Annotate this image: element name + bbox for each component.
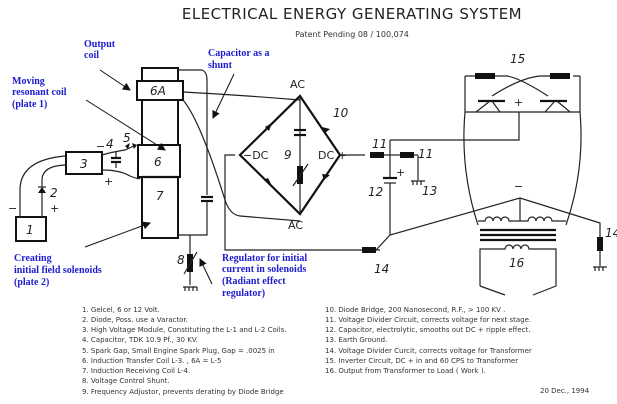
- ac-top-label: AC: [290, 78, 305, 91]
- svg-text:6A: 6A: [150, 84, 166, 98]
- regulator-8: 8: [177, 250, 198, 291]
- svg-text:12: 12: [368, 185, 383, 199]
- svg-text:Moving: Moving: [12, 76, 45, 87]
- wire-dc-minus: [224, 154, 380, 251]
- diagram-title: ELECTRICAL ENERGY GENERATING SYSTEM: [182, 5, 522, 23]
- annotation-regulator: Regulator for initial current in solenoi…: [199, 253, 307, 299]
- svg-text:10. Diode Bridge, 200 Nanoseco: 10. Diode Bridge, 200 Nanosecond, R.F., …: [325, 306, 505, 314]
- svg-text:4. Capacitor, TDK 10.9 Pf.,: 4. Capacitor, TDK 10.9 Pf., 30 KV.: [82, 336, 198, 344]
- svg-text:−: −: [514, 180, 523, 193]
- patent-number: Patent Pending 08 / 100,074: [295, 30, 409, 39]
- svg-text:8. Voltage Control Shunt.: 8. Voltage Control Shunt.: [82, 377, 170, 385]
- divider-stage: 11 11 12 13 +: [340, 112, 520, 235]
- svg-text:+: +: [396, 166, 405, 179]
- svg-text:11: 11: [372, 137, 387, 151]
- svg-text:Capacitor as a: Capacitor as a: [208, 48, 269, 59]
- svg-text:+: +: [104, 175, 113, 188]
- svg-text:−: −: [8, 202, 17, 215]
- ac-bottom-label: AC: [288, 219, 303, 232]
- svg-text:−: −: [96, 140, 105, 153]
- date-label: 20 Dec., 1994: [540, 387, 590, 395]
- svg-text:current in solenoids: current in solenoids: [222, 264, 306, 275]
- svg-text:resonant coil: resonant coil: [12, 87, 67, 98]
- svg-text:13: 13: [422, 184, 437, 198]
- svg-text:11. Voltage Divider Circuit, c: 11. Voltage Divider Circuit, corrects vo…: [325, 316, 531, 324]
- svg-text:14: 14: [605, 226, 617, 240]
- svg-text:15. Inverter Circuit, DC + in: 15. Inverter Circuit, DC + in and 60 CPS…: [325, 357, 518, 365]
- svg-text:10: 10: [333, 106, 349, 120]
- svg-text:(Radiant effect: (Radiant effect: [222, 276, 286, 287]
- annotation-field-solenoids: Creating initial field solenoids (plate …: [14, 221, 151, 288]
- svg-text:14. Voltage Divider Curcit, co: 14. Voltage Divider Curcit, corrects vol…: [325, 347, 532, 355]
- transformer-16: 16: [478, 198, 566, 296]
- dc-plus-label: DC +: [318, 149, 347, 162]
- svg-text:shunt: shunt: [208, 60, 233, 71]
- annotation-moving-coil: Moving resonant coil (plate 1): [12, 76, 166, 151]
- svg-text:Regulator for initial: Regulator for initial: [222, 253, 307, 264]
- inverter-15: 15 + −: [463, 52, 582, 226]
- svg-text:9: 9: [284, 148, 292, 162]
- svg-text:8: 8: [177, 253, 185, 267]
- svg-text:5: 5: [123, 131, 131, 145]
- svg-text:3. High Voltage Module, Consti: 3. High Voltage Module, Constituting the…: [82, 326, 287, 334]
- svg-text:+: +: [50, 202, 59, 215]
- svg-text:1. Gelcel, 6 or 12 Volt.: 1. Gelcel, 6 or 12 Volt.: [82, 306, 160, 314]
- coil-stack: 6A 6 7: [136, 67, 184, 239]
- svg-text:1: 1: [26, 223, 34, 237]
- svg-text:16. Output from Transformer to: 16. Output from Transformer to Load ( Wo…: [325, 367, 486, 375]
- annotation-capacitor-shunt: Capacitor as a shunt: [208, 48, 269, 119]
- svg-text:+: +: [514, 96, 523, 109]
- svg-text:3: 3: [80, 157, 88, 171]
- svg-text:15: 15: [510, 52, 525, 66]
- svg-text:6. Induction Transfer Coil L-: 6. Induction Transfer Coil L-3. , 6A = L…: [82, 357, 221, 365]
- annotation-output-coil: Output coil: [84, 39, 131, 91]
- wire-6a-to-ac: [182, 91, 301, 101]
- svg-text:11: 11: [418, 147, 433, 161]
- svg-text:5. Spark Gap, Small Engine Spa: 5. Spark Gap, Small Engine Spark Plug, G…: [82, 347, 275, 355]
- svg-text:2. Diode, Poss. use a Varactor: 2. Diode, Poss. use a Varactor.: [82, 316, 188, 324]
- svg-text:7. Induction Receiving Coil L-: 7. Induction Receiving Coil L-4.: [82, 367, 190, 375]
- dc-minus-label: −DC: [243, 149, 269, 162]
- battery-1: 1 − +: [8, 155, 66, 242]
- svg-text:9. Frequency Adjustor, prevent: 9. Frequency Adjustor, prevents derating…: [82, 388, 284, 396]
- svg-text:13. Earth Ground.: 13. Earth Ground.: [325, 336, 387, 344]
- divider-14: 14 14: [362, 197, 617, 276]
- svg-text:Creating: Creating: [14, 253, 52, 264]
- hv-module-3: 3 − +: [65, 140, 141, 188]
- shunt-capacitor: [178, 69, 213, 250]
- svg-text:Output: Output: [84, 39, 116, 50]
- svg-text:7: 7: [156, 189, 164, 203]
- svg-text:14: 14: [374, 262, 389, 276]
- svg-text:6: 6: [154, 155, 162, 169]
- svg-text:(plate 2): (plate 2): [14, 277, 49, 288]
- svg-text:16: 16: [509, 256, 525, 270]
- svg-text:(plate 1): (plate 1): [12, 99, 47, 110]
- spark-gap-5: 5: [123, 131, 137, 149]
- svg-text:regulator): regulator): [222, 288, 265, 299]
- diode-2: 2: [38, 186, 58, 200]
- legend-left: 1. Gelcel, 6 or 12 Volt. 2. Diode, Poss.…: [82, 306, 287, 396]
- svg-text:4: 4: [106, 137, 114, 151]
- svg-text:coil: coil: [84, 50, 99, 61]
- legend-right: 10. Diode Bridge, 200 Nanosecond, R.F., …: [325, 306, 532, 375]
- diode-bridge-10: AC AC −DC DC + 9 10: [238, 78, 349, 232]
- wire-6a-to-ac-bottom: [182, 99, 301, 222]
- svg-text:12. Capacitor, electrolytic, s: 12. Capacitor, electrolytic, smooths out…: [325, 326, 530, 334]
- svg-text:initial field solenoids: initial field solenoids: [14, 265, 102, 276]
- capacitor-4: 4: [106, 137, 121, 168]
- svg-text:2: 2: [50, 186, 58, 200]
